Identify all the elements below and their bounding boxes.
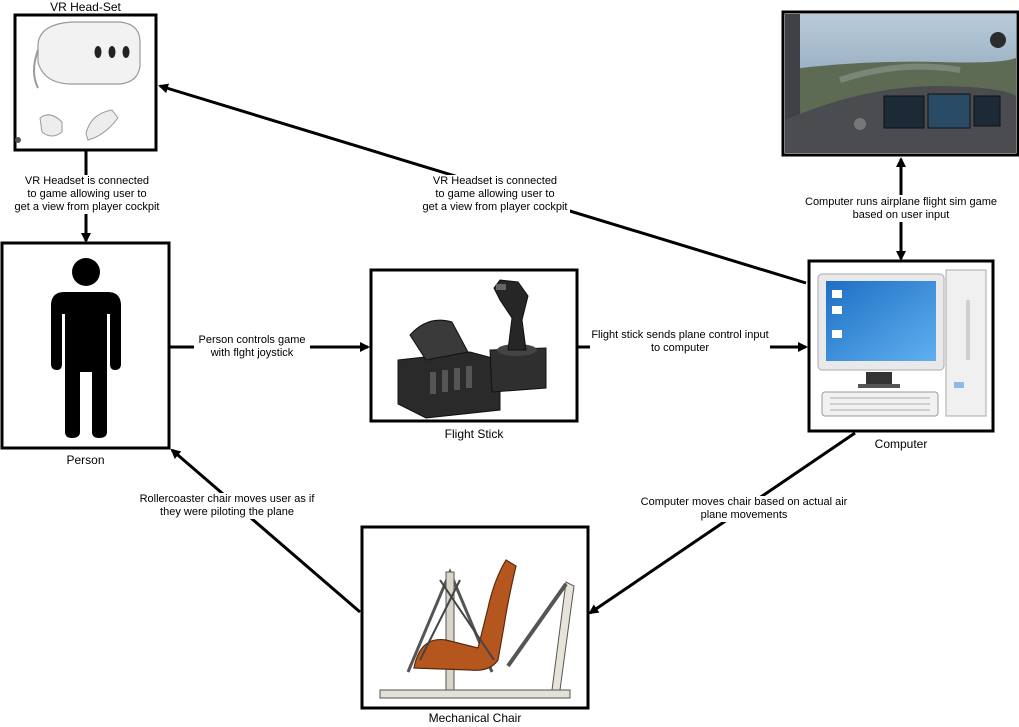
edge-label-computer-to-sim: Computer runs airplane flight sim game b… [801, 196, 1001, 222]
mechanical-chair-node [360, 525, 590, 710]
computer-title: Computer [809, 437, 993, 451]
flight-stick-title-text: Flight Stick [444, 427, 504, 441]
edge-label-chair-to-person: Rollercoaster chair moves user as if the… [138, 493, 316, 519]
mechanical-chair-title-text: Mechanical Chair [428, 711, 522, 725]
edge-label-line: Person controls game [198, 334, 306, 346]
edge-label-person-to-stick: Person controls game with flght joystick [194, 334, 310, 360]
edge-label-line: Flight stick sends plane control input [591, 329, 769, 341]
flight-stick-title: Flight Stick [371, 427, 577, 441]
edge-label-computer-to-headset: VR Headset is connected to game allowing… [420, 175, 570, 214]
vr-headset-image [15, 21, 141, 143]
edge-label-stick-to-computer: Flight stick sends plane control input t… [590, 329, 770, 355]
flight-stick-node [369, 268, 579, 423]
flight-stick-image [397, 279, 547, 419]
flight-sim-node [781, 10, 1019, 157]
vr-headset-title-text: VR Head-Set [50, 0, 121, 14]
edge-label-line: Rollercoaster chair moves user as if [139, 493, 315, 505]
edge-label-line: Computer moves chair based on actual air [640, 496, 848, 508]
edge-label-line: get a view from player cockpit [422, 201, 568, 213]
mechanical-chair-title: Mechanical Chair [362, 711, 588, 725]
edge-label-line: get a view from player cockpit [14, 201, 160, 213]
edge-label-computer-to-chair: Computer moves chair based on actual air… [632, 496, 856, 522]
edge-label-line: VR Headset is connected [432, 175, 558, 187]
computer-title-text: Computer [874, 437, 928, 451]
edge-label-line: with flght joystick [210, 347, 294, 359]
vr-headset-node [13, 13, 158, 152]
vr-headset-title: VR Head-Set [15, 0, 156, 14]
person-title-text: Person [66, 453, 105, 467]
edge-label-line: to game allowing user to [27, 188, 147, 200]
edge-label-line: plane movements [700, 509, 788, 521]
person-icon [51, 258, 121, 438]
edge-label-line: to computer [650, 342, 710, 354]
edge-computer-to-chair [588, 431, 856, 615]
edge-label-headset-to-person: VR Headset is connected to game allowing… [12, 175, 162, 214]
edge-chair-to-person [170, 448, 361, 614]
edge-label-line: to game allowing user to [435, 188, 555, 200]
computer-image [817, 269, 987, 417]
flight-sim-image [785, 14, 1016, 153]
mechanical-chair-image [379, 559, 575, 699]
person-title: Person [2, 453, 169, 467]
edge-label-line: they were piloting the plane [160, 506, 294, 518]
edge-label-line: VR Headset is connected [24, 175, 150, 187]
edge-label-line: Computer runs airplane flight sim game [805, 196, 997, 208]
computer-node [807, 259, 995, 433]
edge-label-line: based on user input [852, 209, 950, 221]
person-node [0, 241, 171, 450]
